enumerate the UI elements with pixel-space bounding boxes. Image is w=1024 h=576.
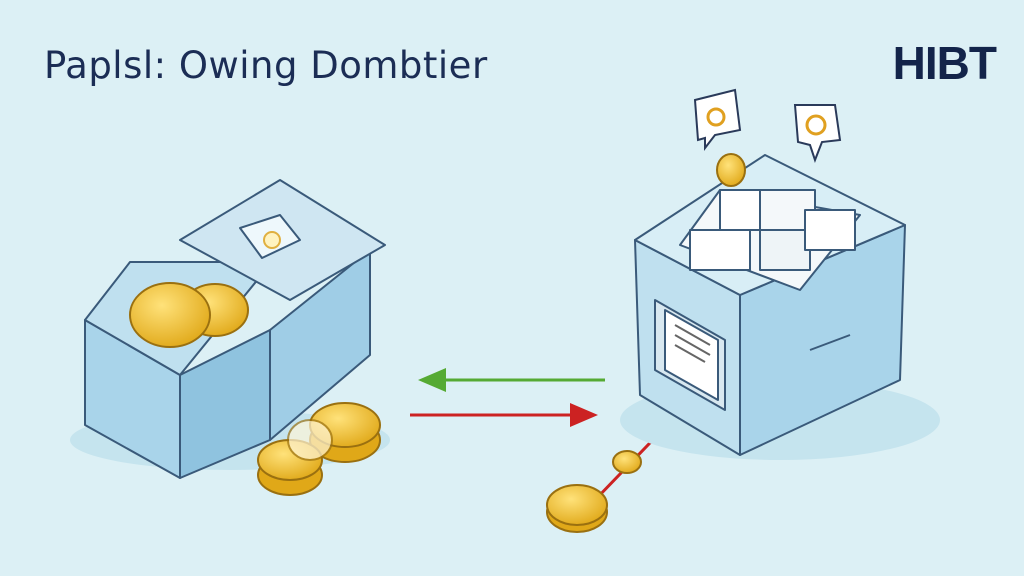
coins-path <box>546 450 642 533</box>
brand-logo: HIBT <box>892 37 997 89</box>
arrow-left <box>418 368 605 392</box>
coin-stack-left <box>257 402 381 496</box>
chat-bubble-icon <box>793 104 842 163</box>
arrow-right <box>410 403 598 427</box>
coin-on-box <box>716 153 746 187</box>
page-title: Paplsl: Owing Dombtier <box>44 44 488 87</box>
coins-in-box <box>129 282 249 348</box>
left-storage-box <box>70 179 390 479</box>
chat-bubble-icon <box>693 88 742 151</box>
right-storage-box <box>620 154 940 460</box>
